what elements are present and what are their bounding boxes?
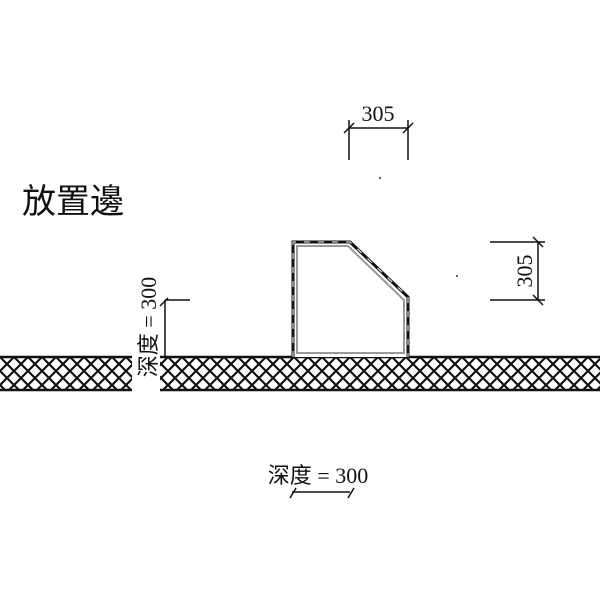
depth-marker-vertical bbox=[159, 297, 190, 357]
depth-bottom-label: 深度 = 300 bbox=[268, 463, 368, 488]
reference-dot bbox=[456, 275, 458, 277]
corner-cabinet-shape bbox=[291, 240, 410, 357]
reference-dot bbox=[379, 177, 381, 179]
title-label: 放置邊 bbox=[22, 182, 124, 222]
right-dimension bbox=[490, 236, 545, 306]
right-dimension-label: 305 bbox=[512, 255, 537, 288]
top-dimension-label: 305 bbox=[362, 101, 395, 126]
depth-marker-bottom bbox=[289, 487, 355, 499]
top-dimension bbox=[343, 120, 414, 160]
wall-band bbox=[0, 355, 600, 392]
depth-vertical-label: 深度 = 300 bbox=[136, 277, 161, 377]
